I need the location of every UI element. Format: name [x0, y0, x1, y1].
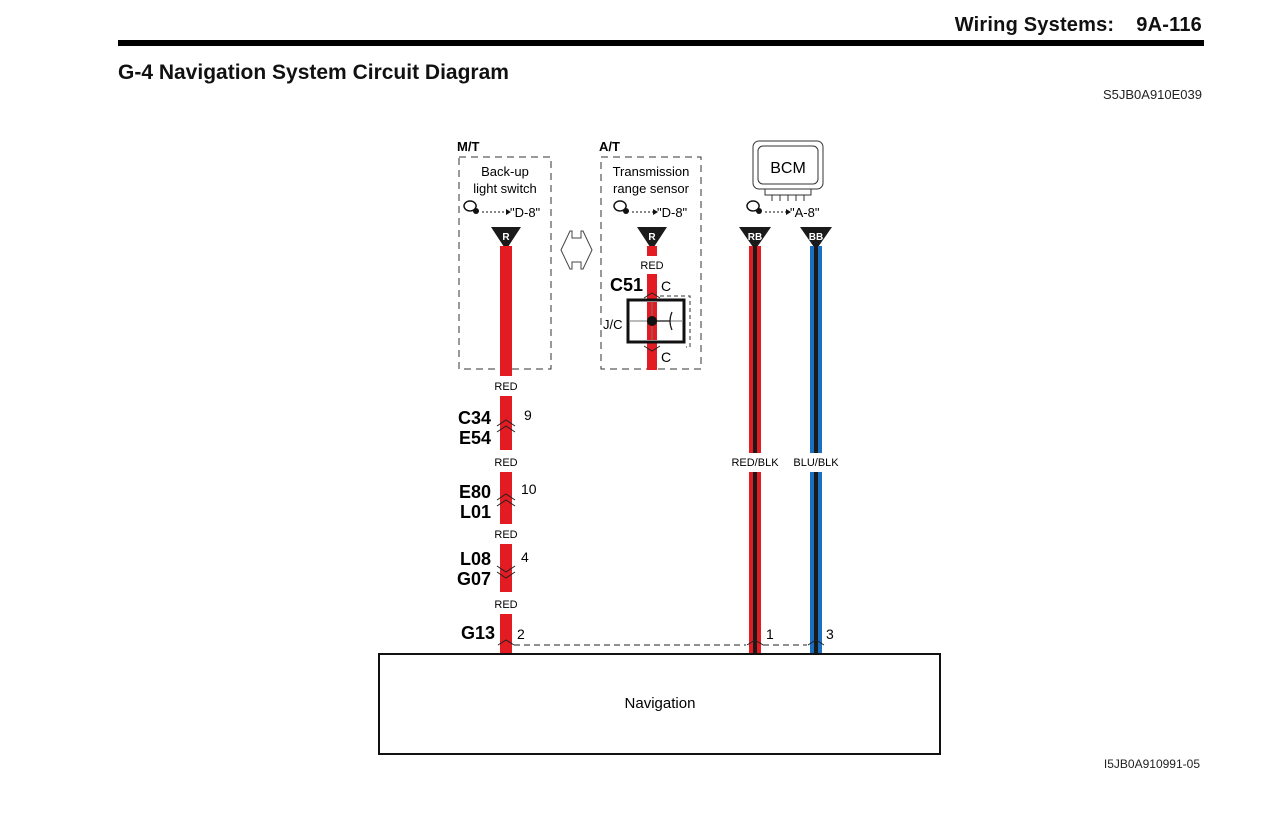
red-wire-segment	[500, 472, 512, 524]
pin-marker	[746, 639, 764, 646]
junction-pin-bottom: C	[661, 349, 671, 365]
eye-icon	[613, 200, 629, 214]
wire-label-red: RED	[494, 457, 517, 469]
navigation-label: Navigation	[625, 695, 696, 712]
wire-label-red: RED	[494, 599, 517, 611]
doc-code-top: S5JB0A910E039	[1102, 87, 1202, 102]
section-title: Wiring Systems:	[954, 14, 1115, 36]
blu-blk-wire	[810, 246, 822, 654]
connector-c34-e54: C34 E54 9	[458, 407, 532, 448]
junction-connector-label: C51	[610, 275, 643, 295]
arrow-head-icon	[653, 209, 658, 215]
trs-line2: range sensor	[613, 181, 690, 196]
junction-pin-top: C	[661, 278, 671, 294]
wire-label-red: RED	[640, 260, 663, 272]
connector-bottom-label: L01	[460, 502, 491, 522]
connector-bottom-label: G07	[457, 569, 491, 589]
nav-pin-2: 2	[517, 626, 525, 642]
connector-l08-g07: L08 G07 4	[457, 549, 529, 589]
red-wire-segment	[500, 614, 512, 654]
backup-switch-line1: Back-up	[481, 164, 529, 179]
eye-icon	[746, 200, 762, 214]
wire-label-blu-blk: BLU/BLK	[793, 457, 839, 469]
mt-label: M/T	[457, 139, 479, 154]
nav-connector-label: G13	[461, 623, 495, 643]
terminal-rb	[739, 227, 771, 250]
page-title: G-4 Navigation System Circuit Diagram	[118, 61, 509, 84]
page-number: 9A-116	[1136, 14, 1202, 36]
red-wire-segment	[647, 246, 657, 256]
red-wire-segment	[500, 396, 512, 450]
connector-e80-l01: E80 L01 10	[459, 481, 537, 522]
at-label: A/T	[599, 139, 620, 154]
eye-icon	[463, 200, 479, 214]
pin-marker	[497, 639, 515, 646]
mt-ref: "D-8"	[510, 205, 541, 220]
terminal-rb-label: RB	[748, 232, 762, 243]
header-rule	[118, 40, 1204, 46]
bcm-ref: "A-8"	[790, 205, 820, 220]
bcm-label: BCM	[770, 160, 806, 177]
arrow-head-icon	[506, 209, 511, 215]
connector-pin: 10	[521, 481, 537, 497]
terminal-bb	[800, 227, 832, 250]
navigation-unit	[378, 653, 941, 755]
terminal-bb-label: BB	[809, 232, 823, 243]
backup-switch-line2: light switch	[473, 181, 537, 196]
connector-bottom-label: E54	[459, 428, 491, 448]
wire-label-red: RED	[494, 529, 517, 541]
doc-code-bottom: I5JB0A910991-05	[1103, 757, 1200, 771]
red-wire-segment	[500, 544, 512, 592]
terminal-r-mt-label: R	[502, 232, 510, 243]
red-wire-segment	[500, 246, 512, 376]
junction-label: J/C	[603, 317, 623, 332]
connector-top-label: E80	[459, 482, 491, 502]
connector-top-label: C34	[458, 408, 491, 428]
terminal-r-at-label: R	[648, 232, 656, 243]
red-blk-wire	[749, 246, 761, 654]
junction-connector-c51: C51 C C J/C	[603, 275, 691, 365]
wire-label-red: RED	[494, 381, 517, 393]
bcm-module: BCM	[752, 140, 824, 201]
connector-top-label: L08	[460, 549, 491, 569]
terminal-r-mt	[491, 227, 521, 250]
arrow-head-icon	[786, 209, 791, 215]
pin-marker	[807, 639, 825, 646]
nav-pin-3: 3	[826, 626, 834, 642]
trs-line1: Transmission	[613, 164, 690, 179]
alternate-symbol-icon	[560, 230, 593, 270]
terminal-r-at	[637, 227, 667, 250]
page-header: Wiring Systems: 9A-116	[955, 14, 1202, 37]
wire-label-red-blk: RED/BLK	[731, 457, 779, 469]
connector-pin: 9	[524, 407, 532, 423]
connector-pin: 4	[521, 549, 529, 565]
at-ref: "D-8"	[657, 205, 688, 220]
nav-pin-1: 1	[766, 626, 774, 642]
